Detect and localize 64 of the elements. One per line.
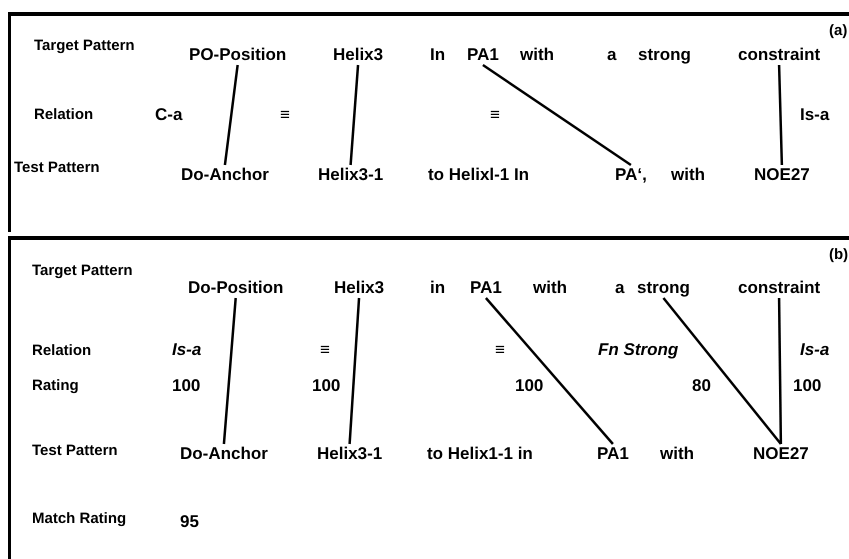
pattern-word: 80 (692, 376, 711, 396)
panel-letter: (b) (829, 246, 848, 263)
pattern-term: NOE27 (753, 444, 809, 464)
pattern-term: PA1 (467, 45, 499, 65)
pattern-term: Helix3 (334, 278, 384, 298)
row-heading: Relation (32, 343, 92, 359)
pattern-word: Is-a (800, 105, 830, 125)
pattern-term: Do-Position (188, 278, 284, 298)
pattern-word: to Helix1-1 in (427, 444, 533, 464)
pattern-word: a (615, 278, 624, 298)
pattern-word: to Helixl-1 In (428, 165, 530, 185)
connector-line (778, 298, 782, 444)
row-heading: Target Pattern (32, 263, 134, 279)
connector-line (349, 64, 360, 166)
panel-frame (8, 236, 849, 559)
pattern-word: 100 (312, 376, 340, 396)
pattern-term: constraint (738, 278, 820, 298)
row-heading: Rating (32, 378, 80, 394)
pattern-word: Is-a (800, 340, 830, 360)
pattern-term: PA1 (470, 278, 502, 298)
pattern-word: 100 (515, 376, 544, 396)
pattern-word: 100 (172, 376, 200, 396)
pattern-word: strong (638, 45, 691, 65)
pattern-word: with (520, 45, 554, 65)
pattern-term: NOE27 (754, 165, 810, 185)
pattern-word: C-a (155, 105, 182, 125)
pattern-word: a (607, 45, 616, 65)
pattern-term: Helix3-1 (318, 165, 384, 185)
pattern-word: ≡ (320, 340, 330, 360)
row-heading: Test Pattern (14, 160, 101, 176)
pattern-term: Helix3-1 (317, 444, 382, 464)
connector-line (662, 297, 782, 445)
pattern-term: strong (637, 278, 690, 298)
pattern-term: constraint (738, 45, 820, 65)
pattern-word: in (430, 278, 446, 298)
pattern-word: with (533, 278, 567, 298)
row-heading: Test Pattern (32, 443, 119, 459)
pattern-word: with (660, 444, 694, 464)
pattern-word: Is-a (172, 340, 202, 360)
pattern-word: Fn Strong (598, 340, 678, 360)
pattern-word: ≡ (495, 340, 505, 360)
connector-line (224, 64, 239, 166)
pattern-word: ≡ (280, 105, 290, 125)
panel-frame (8, 12, 849, 232)
panel-letter: (a) (829, 22, 848, 39)
pattern-word: with (671, 165, 705, 185)
connector-line (222, 298, 237, 444)
row-heading: Match Rating (32, 511, 128, 527)
pattern-term: Helix3 (333, 45, 384, 65)
pattern-term: PA1 (597, 444, 629, 464)
connector-line (778, 64, 784, 166)
row-heading: Relation (34, 107, 94, 123)
pattern-word: 100 (793, 376, 822, 396)
pattern-term: PO-Position (189, 45, 286, 65)
connector-line (484, 297, 614, 445)
connector-line (482, 64, 632, 166)
pattern-word: ≡ (490, 105, 500, 125)
pattern-term: Do-Anchor (180, 444, 268, 464)
pattern-word: In (430, 45, 446, 65)
connector-line (348, 298, 360, 444)
pattern-term: PA‘, (615, 165, 647, 185)
pattern-word: 95 (180, 512, 199, 532)
row-heading: Target Pattern (34, 38, 136, 54)
pattern-term: Do-Anchor (181, 165, 269, 185)
